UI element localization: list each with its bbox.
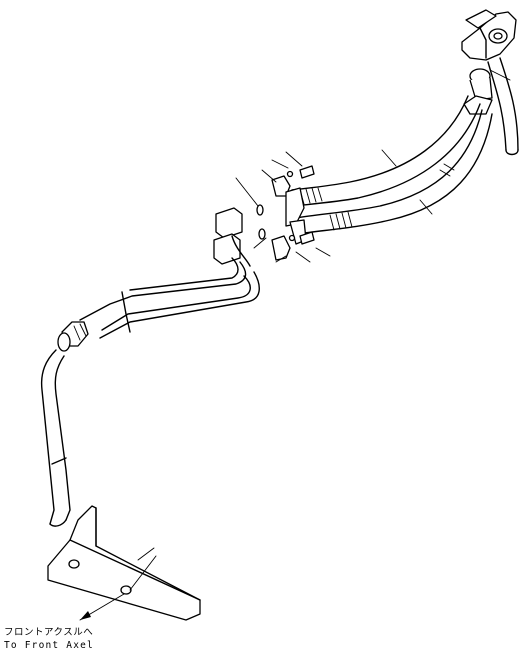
leader-flange [489, 69, 511, 81]
right-vertical-pipe [487, 57, 519, 156]
upper-flange-block [461, 9, 517, 61]
leader-upper-hose [381, 149, 397, 167]
front-axle-arrow [79, 593, 125, 621]
caption-japanese: フロントアクスルへ [4, 627, 94, 638]
arrowhead-icon [80, 611, 91, 620]
left-pipe-pair [79, 257, 260, 339]
split-flange-assembly [235, 151, 331, 263]
left-pipe-flanges [213, 207, 251, 267]
mounting-bracket [47, 505, 201, 621]
caption-english: To Front Axel [4, 640, 94, 651]
upper-hose-pair [291, 95, 493, 235]
upper-hose-fitting [463, 68, 493, 115]
left-hose-fitting [57, 321, 89, 352]
leader-lower-hose [419, 199, 433, 215]
left-vertical-pipe [40, 349, 71, 527]
